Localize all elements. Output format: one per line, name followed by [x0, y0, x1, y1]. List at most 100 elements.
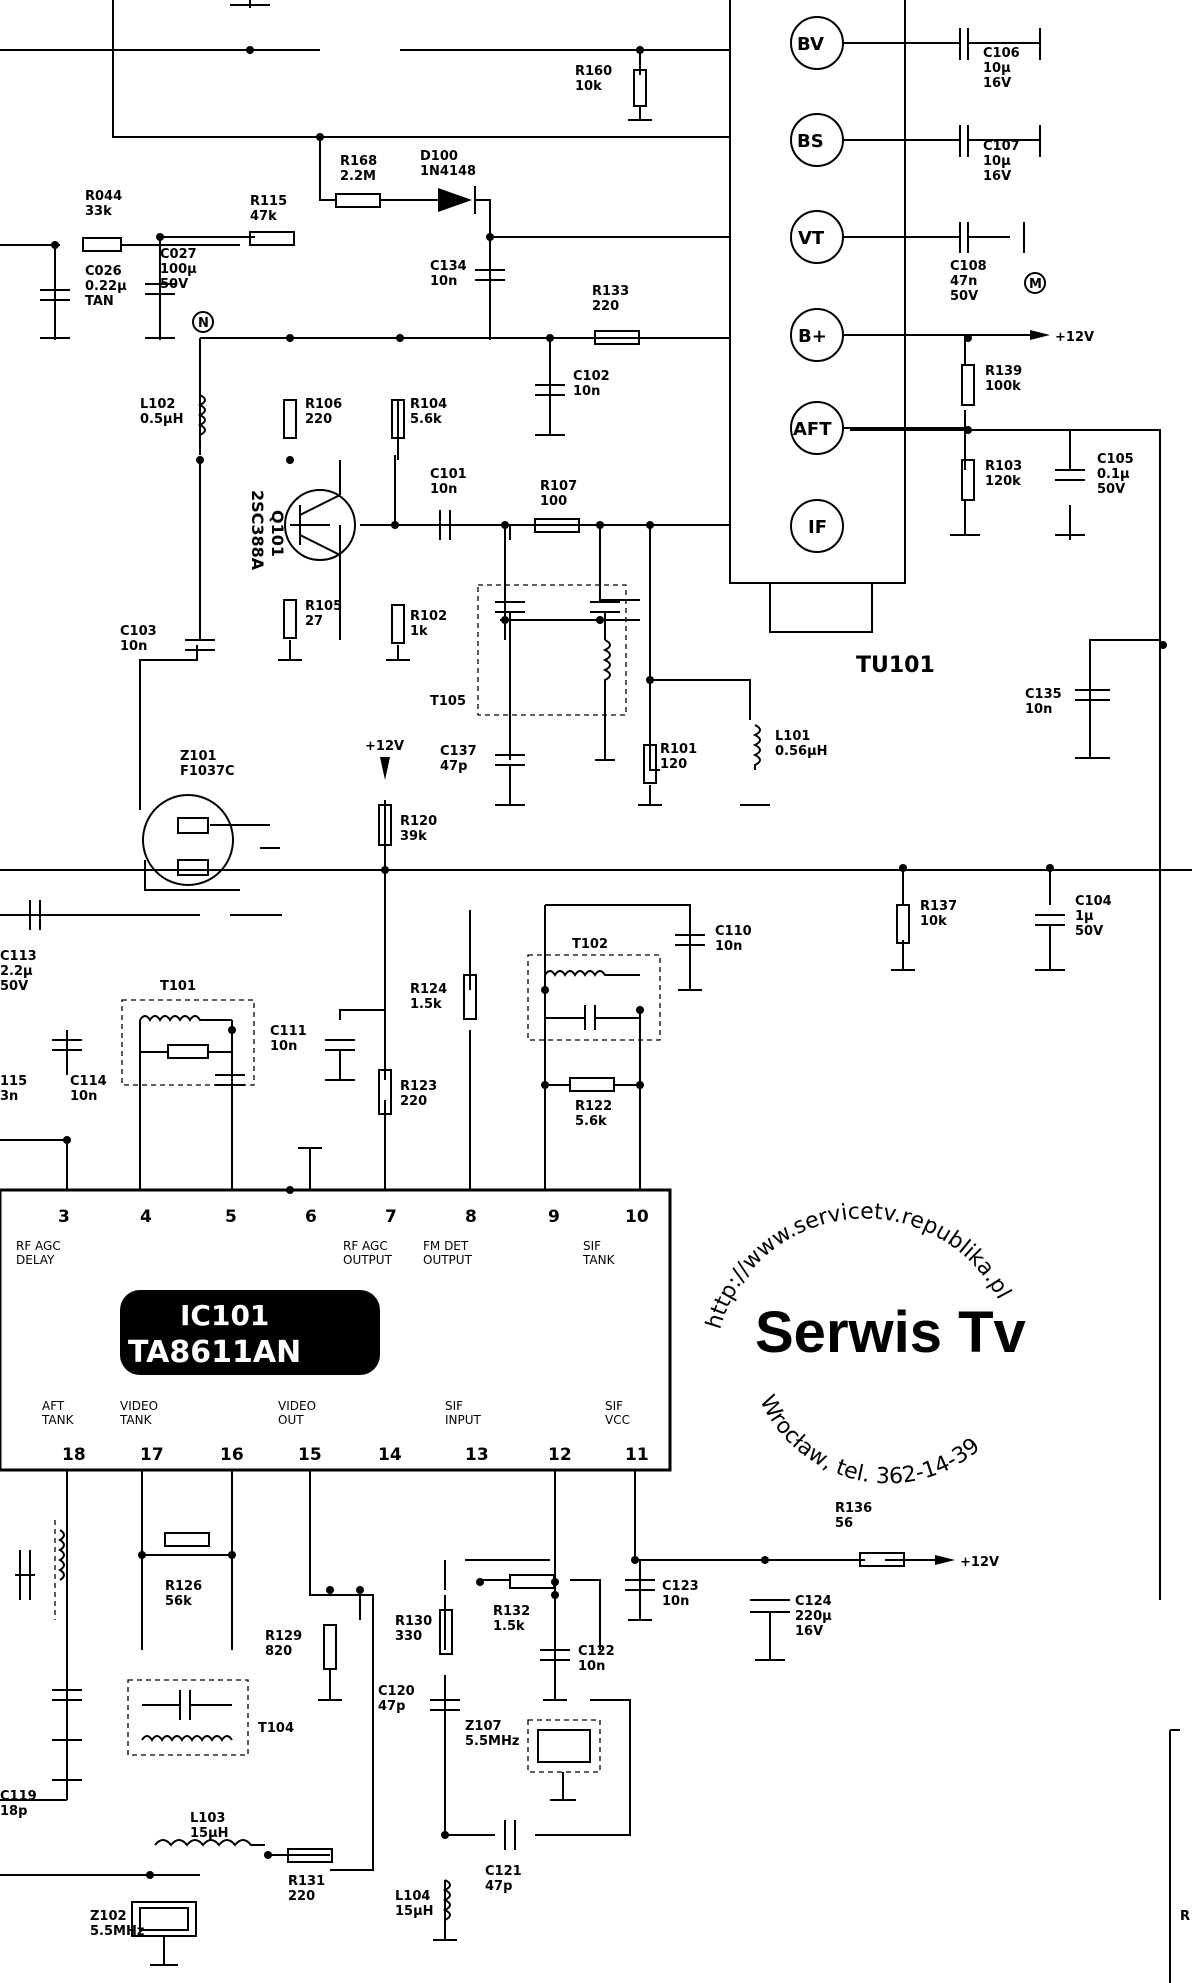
ic-pin-function: INPUT [445, 1413, 482, 1427]
label-r120-value: 39k [400, 829, 427, 844]
label-c110: C110 [715, 924, 752, 939]
tuner-ref: TU101 [856, 653, 935, 678]
ic-pin-number: 6 [305, 1207, 317, 1227]
label-r130-value: 330 [395, 1629, 422, 1644]
label-r103-value: 120k [985, 474, 1021, 489]
ic-ref: IC101 [180, 1299, 269, 1332]
label-c027-value: 100μ [160, 262, 197, 277]
watermark-title: Serwis Tv [755, 1300, 1026, 1365]
ic-pin-number: 8 [465, 1207, 477, 1227]
label-c102: C102 [573, 369, 610, 384]
label-r160: R160 [575, 64, 612, 79]
label-r133: R133 [592, 284, 629, 299]
label-r124: R124 [410, 982, 447, 997]
label-r115b: 115 [0, 1074, 27, 1089]
ic-pin-function: OUT [278, 1413, 304, 1427]
label-r168: R168 [340, 154, 377, 169]
ic-pin-number: 11 [625, 1445, 649, 1465]
label-r139-value: 100k [985, 379, 1021, 394]
label-t104: T104 [258, 1721, 294, 1736]
label-r131-value: 220 [288, 1889, 315, 1904]
ic-pin-number: 17 [140, 1445, 164, 1465]
label-c135-value: 10n [1025, 702, 1052, 717]
component-symbols [0, 4, 1110, 1966]
label-r131: R131 [288, 1874, 325, 1889]
label-r102: R102 [410, 609, 447, 624]
label-c113: C113 [0, 949, 37, 964]
label-c137: C137 [440, 744, 477, 759]
label-r103: R103 [985, 459, 1022, 474]
label-r137-value: 10k [920, 914, 947, 929]
label-r105-value: 27 [305, 614, 323, 629]
label-z107-value: 5.5MHz [465, 1734, 519, 1749]
label-c104-value: 50V [1075, 924, 1103, 939]
watermark: http://www.servicetv.republika.pl Serwis… [702, 1199, 1026, 1489]
label-c122-value: 10n [578, 1659, 605, 1674]
ic-pin-number: 10 [625, 1207, 649, 1227]
label-r107: R107 [540, 479, 577, 494]
label-r139: R139 [985, 364, 1022, 379]
label-q101: Q101 [268, 510, 287, 557]
label-c026: C026 [85, 264, 122, 279]
label-c108-value: 47n [950, 274, 977, 289]
label-c114: C114 [70, 1074, 107, 1089]
rail-12v-mid: +12V [365, 739, 404, 754]
label-r137: R137 [920, 899, 957, 914]
marker-n: N [198, 316, 209, 331]
ic-part: TA8611AN [128, 1335, 301, 1370]
label-c121-value: 47p [485, 1879, 512, 1894]
markers: M N [192, 272, 1046, 333]
label-c114-value: 10n [70, 1089, 97, 1104]
ic-pin-function: SIF [583, 1239, 601, 1253]
ic-pin-number: 4 [140, 1207, 152, 1227]
label-d100-value: 1N4148 [420, 164, 476, 179]
label-c027: C027 [160, 247, 197, 262]
label-c124-value: 16V [795, 1624, 823, 1639]
label-r101: R101 [660, 742, 697, 757]
label-c113-value: 2.2μ [0, 964, 33, 979]
ic-pin-number: 7 [385, 1207, 397, 1227]
label-c102-value: 10n [573, 384, 600, 399]
label-c119-value: 18p [0, 1804, 27, 1819]
label-c026-value: TAN [85, 294, 114, 309]
label-z107: Z107 [465, 1719, 502, 1734]
tuner-pins: BV BS VT B+ AFT IF [790, 16, 1040, 553]
ic-pin-number: 13 [465, 1445, 489, 1465]
label-c106-value: 16V [983, 76, 1011, 91]
label-l103-value: 15μH [190, 1826, 229, 1841]
label-c026-value: 0.22μ [85, 279, 127, 294]
label-r044: R044 [85, 189, 122, 204]
label-c103-value: 10n [120, 639, 147, 654]
label-r044-value: 33k [85, 204, 112, 219]
label-c134-value: 10n [430, 274, 457, 289]
label-r123-value: 220 [400, 1094, 427, 1109]
label-c119: C119 [0, 1789, 37, 1804]
ic-pin-function: OUTPUT [343, 1253, 393, 1267]
label-c113-value: 50V [0, 979, 28, 994]
label-c134: C134 [430, 259, 467, 274]
ic-pin-function: RF AGC [343, 1239, 388, 1253]
ic-pin-function: SIF [605, 1399, 623, 1413]
ic-pin-function: VIDEO [278, 1399, 316, 1413]
label-r115-value: 47k [250, 209, 277, 224]
label-c105: C105 [1097, 452, 1134, 467]
label-t105: T105 [430, 694, 466, 709]
rail-12v-bottom: +12V [960, 1555, 999, 1570]
label-r106-value: 220 [305, 412, 332, 427]
ic-pin-function: RF AGC [16, 1239, 61, 1253]
label-l102: L102 [140, 397, 175, 412]
label-r115: R115 [250, 194, 287, 209]
ic-pin-number: 16 [220, 1445, 244, 1465]
ic-pin-number: 15 [298, 1445, 322, 1465]
label-r101-value: 120 [660, 757, 687, 772]
label-r168-value: 2.2M [340, 169, 376, 184]
label-c101: C101 [430, 467, 467, 482]
label-t101: T101 [160, 979, 196, 994]
label-c135: C135 [1025, 687, 1062, 702]
label-r126: R126 [165, 1579, 202, 1594]
ic-pin-function: FM DET [423, 1239, 469, 1253]
ic-pin-function: TANK [119, 1413, 153, 1427]
label-q101-value: 2SC388A [248, 490, 267, 571]
